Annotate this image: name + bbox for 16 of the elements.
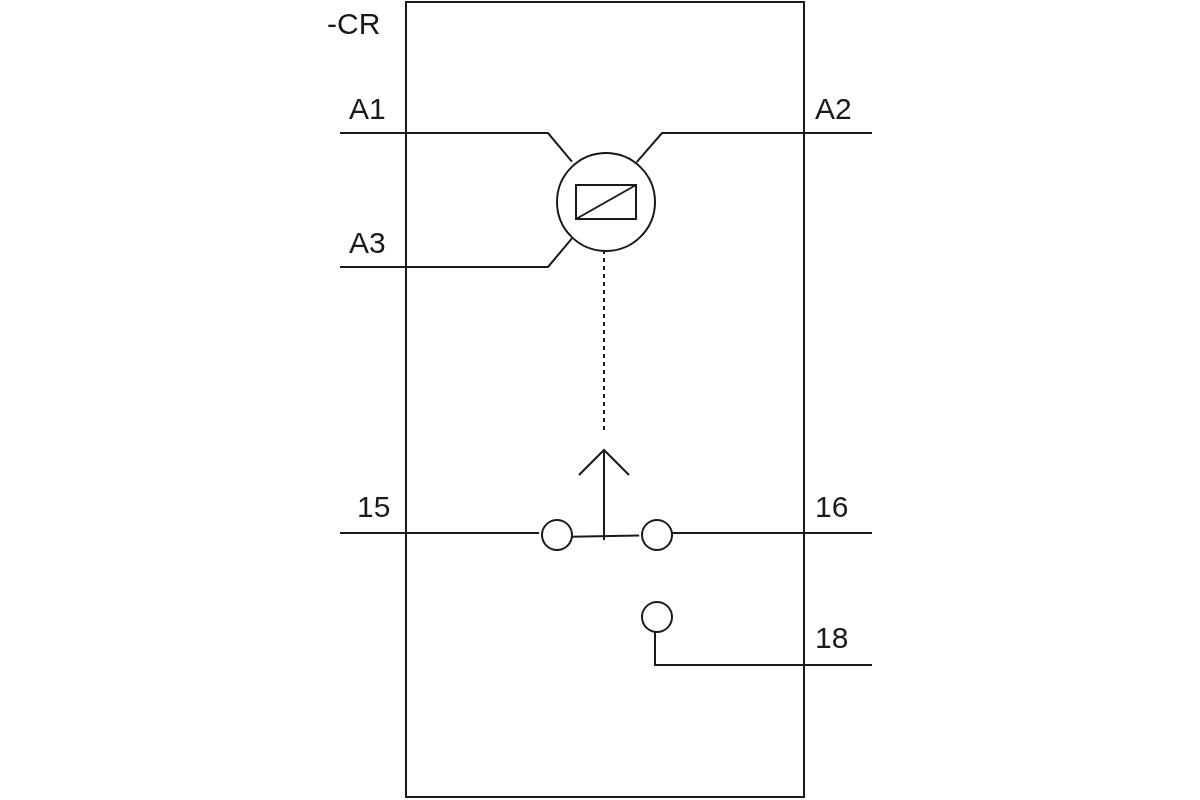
terminal-label: 16 xyxy=(815,492,849,522)
wire xyxy=(339,132,573,163)
mechanical-link-line xyxy=(603,249,605,431)
terminal-label: 15 xyxy=(357,492,391,522)
device-tag: -CR xyxy=(327,9,381,39)
wire xyxy=(654,630,873,666)
contact-terminal-circle xyxy=(641,601,673,633)
wire xyxy=(635,132,873,164)
terminal-label: A1 xyxy=(349,94,386,124)
wire xyxy=(339,532,540,534)
terminal-label: A3 xyxy=(349,228,386,258)
contact-terminal-circle xyxy=(541,519,573,551)
terminal-label: 18 xyxy=(815,623,849,653)
terminal-label: A2 xyxy=(815,94,852,124)
contact-terminal-circle xyxy=(641,519,673,551)
wire xyxy=(339,237,573,268)
